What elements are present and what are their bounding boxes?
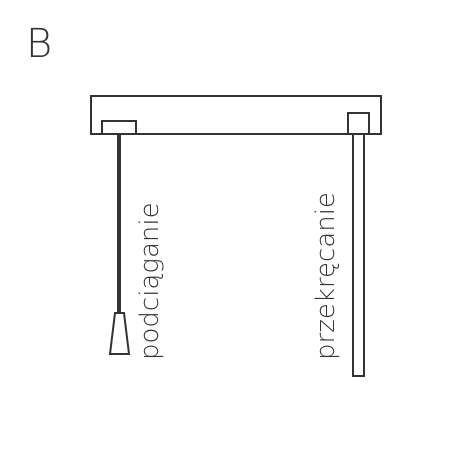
twist-wand: [352, 133, 365, 377]
headrail: [90, 95, 382, 135]
panel-letter: B: [26, 21, 52, 67]
cord-weight: [108, 312, 131, 355]
twist-wand-label: przekręcanie: [311, 192, 341, 360]
pull-cord-label: podciąganie: [135, 202, 165, 360]
cord-outlet-block: [101, 120, 137, 135]
wand-mount-block: [347, 112, 370, 135]
